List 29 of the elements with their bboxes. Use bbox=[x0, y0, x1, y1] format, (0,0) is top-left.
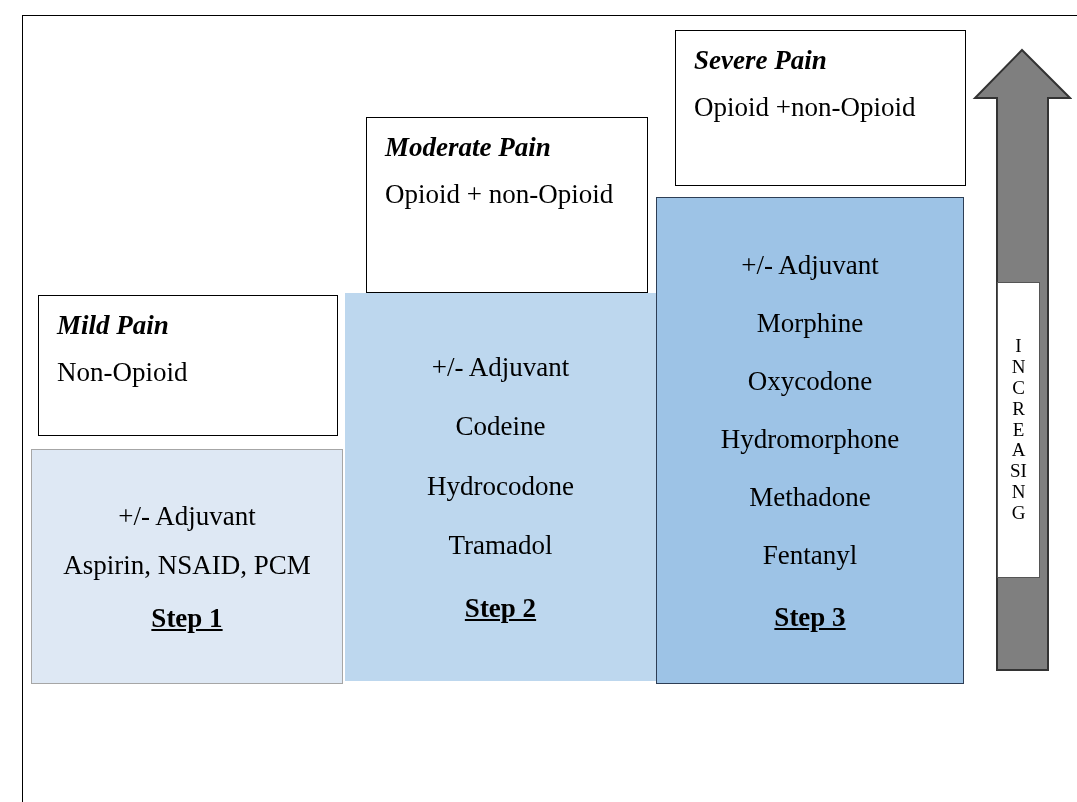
drug-text: Hydrocodone bbox=[427, 469, 574, 503]
step-label: Step 3 bbox=[774, 602, 846, 634]
up-arrow bbox=[972, 48, 1072, 674]
drug-text: Morphine bbox=[756, 306, 864, 340]
treatment-text: Opioid +non-Opioid bbox=[694, 91, 917, 125]
step-label: Step 2 bbox=[464, 592, 537, 624]
pain-heading: Moderate Pain bbox=[385, 132, 552, 164]
drug-text: +/- Adjuvant bbox=[431, 351, 570, 385]
drug-text: +/- Adjuvant bbox=[118, 499, 256, 533]
drug-text: Methadone bbox=[749, 481, 871, 515]
step-box bbox=[31, 449, 343, 684]
step-box bbox=[345, 293, 656, 681]
drug-text: Oxycodone bbox=[747, 364, 873, 398]
vertical-label: INCREASING bbox=[1009, 336, 1028, 524]
drug-text: +/- Adjuvant bbox=[741, 248, 879, 282]
step-label: Step 1 bbox=[151, 603, 223, 635]
pain-level-box bbox=[366, 117, 648, 293]
drug-text: Tramadol bbox=[448, 528, 553, 562]
drug-text: Fentanyl bbox=[762, 539, 858, 573]
drug-text: Codeine bbox=[455, 410, 546, 444]
treatment-text: Non-Opioid bbox=[57, 356, 189, 390]
drug-text: Hydromorphone bbox=[720, 423, 900, 456]
pain-level-box bbox=[675, 30, 966, 186]
pain-heading: Severe Pain bbox=[694, 45, 828, 77]
step-box bbox=[656, 197, 964, 684]
pain-heading: Mild Pain bbox=[57, 310, 170, 342]
treatment-text: Opioid + non-Opioid bbox=[385, 178, 615, 212]
drug-text: Aspirin, NSAID, PCM bbox=[63, 549, 311, 582]
pain-level-box bbox=[38, 295, 338, 436]
